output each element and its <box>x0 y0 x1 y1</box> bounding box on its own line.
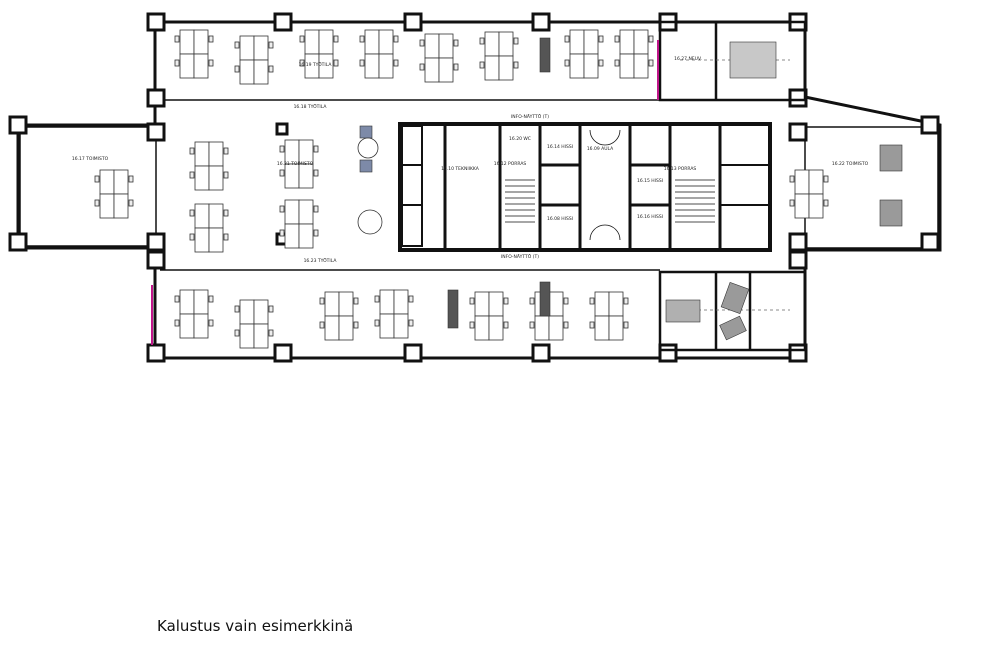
room-label-16-16: 16.16 HISSI <box>637 214 663 220</box>
room-label-16-10: 16.10 TEKNIIKKA <box>441 166 480 172</box>
desk-cluster <box>469 291 509 341</box>
room-label-16-09: 16.09 AULA <box>587 146 614 152</box>
desk-cluster <box>189 141 229 191</box>
desk-cluster <box>614 29 654 79</box>
wing-walls <box>19 99 939 271</box>
desk-cluster <box>479 31 519 81</box>
meeting-rooms <box>658 20 807 352</box>
desk-cluster <box>94 169 134 219</box>
accent-walls <box>151 40 659 345</box>
desk-cluster <box>529 291 569 341</box>
desk-cluster <box>564 29 604 79</box>
room-labels: 16.17 TOIMISTO 16.18 TYÖTILA 16.19 TYÖTILA… <box>72 56 869 264</box>
room-label-16-19: 16.19 TYÖTILA <box>299 61 333 68</box>
desk-cluster <box>174 29 214 79</box>
desk-cluster <box>234 299 274 349</box>
desk-clusters <box>94 29 829 349</box>
room-label-16-14: 16.14 HISSI <box>547 144 573 150</box>
room-label-16-13: 16.13 PORRAS <box>664 166 697 172</box>
room-label-16-23: 16.23 TYÖTILA <box>304 257 338 264</box>
room-label-16-08: 16.08 HISSI <box>547 216 573 222</box>
desk-cluster <box>419 33 459 83</box>
desk-cluster <box>589 291 629 341</box>
room-label-16-22: 16.22 TOIMISTO <box>832 161 869 167</box>
desk-cluster <box>174 289 214 339</box>
room-label-16-18: 16.18 TYÖTILA <box>294 103 328 110</box>
desk-cluster <box>319 291 359 341</box>
grey-furniture <box>359 37 903 341</box>
desk-cluster <box>359 29 399 79</box>
room-label-16-27: 16.27 NEUV. <box>674 56 702 62</box>
corridor-label: INFO-NÄYTTÖ (T) <box>511 113 549 120</box>
core <box>398 122 772 252</box>
desk-cluster <box>789 169 829 219</box>
corridor-label: INFO-NÄYTTÖ (T) <box>501 253 539 260</box>
caption: Kalustus vain esimerkkinä <box>157 617 354 635</box>
room-label-16-17: 16.17 TOIMISTO <box>72 156 109 162</box>
room-label-16-21: 16.21 TOIMISTO <box>277 161 314 167</box>
desk-cluster <box>234 35 274 85</box>
desk-cluster <box>279 199 319 249</box>
desk-cluster <box>374 289 414 339</box>
desk-cluster <box>189 203 229 253</box>
desk-cluster <box>299 29 339 79</box>
desk-cluster <box>279 139 319 189</box>
round-tables <box>357 137 383 235</box>
room-label-16-15: 16.15 HISSI <box>637 178 663 184</box>
room-label-16-12: 16.12 PORRAS <box>494 161 527 167</box>
room-label-16-20: 16.20 WC <box>509 136 531 142</box>
